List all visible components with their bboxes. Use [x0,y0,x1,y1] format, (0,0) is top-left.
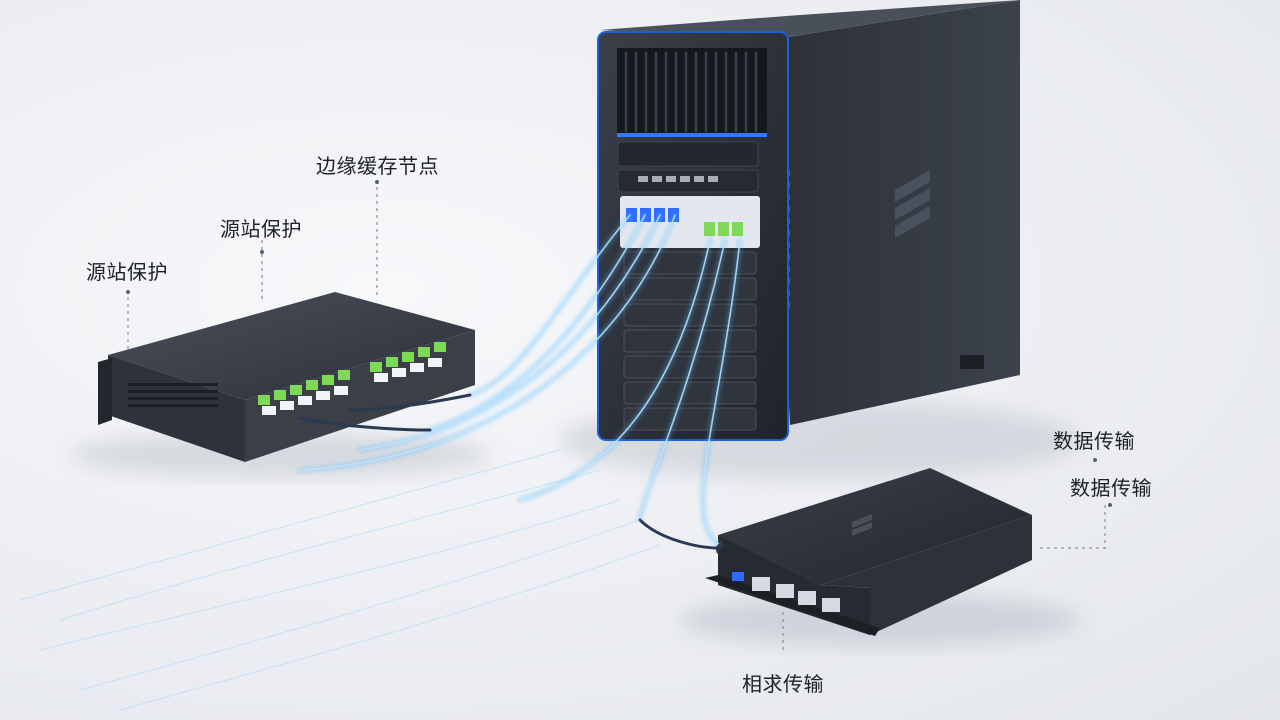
edge-cache-node-label: 边缘缓存节点 [316,154,439,178]
switch-vents [128,383,218,407]
usb-port [732,572,744,581]
top-grille [617,48,767,136]
data-transfer-label-a: 数据传输 [1053,429,1135,453]
origin-protection-label-a: 源站保护 [220,217,302,241]
fiber-cables [19,212,743,711]
blue-light-bar [617,133,767,137]
rack-switch [98,292,475,462]
rack-ear [98,358,112,425]
edge-appliance [705,468,1032,636]
callout-leaders [126,180,1112,650]
tower-logo-icon [895,170,930,238]
switch-connectors [262,358,442,415]
server-tower [597,0,1020,441]
grille-slats [624,52,758,132]
side-vent [787,170,790,308]
bottom-transfer-label: 相求传输 [742,672,824,696]
origin-protection-label-b: 源站保护 [86,260,168,284]
green-ports [704,222,743,236]
mounting-bracket [705,575,880,636]
rack-unit-1 [617,141,759,167]
box-logo-icon [852,514,872,536]
tower-foot [960,355,984,369]
rack-unit-2-ports [638,176,718,182]
switch-green-ports [258,342,446,405]
ethernet-ports [752,577,840,612]
data-transfer-label-b: 数据传输 [1070,476,1152,500]
